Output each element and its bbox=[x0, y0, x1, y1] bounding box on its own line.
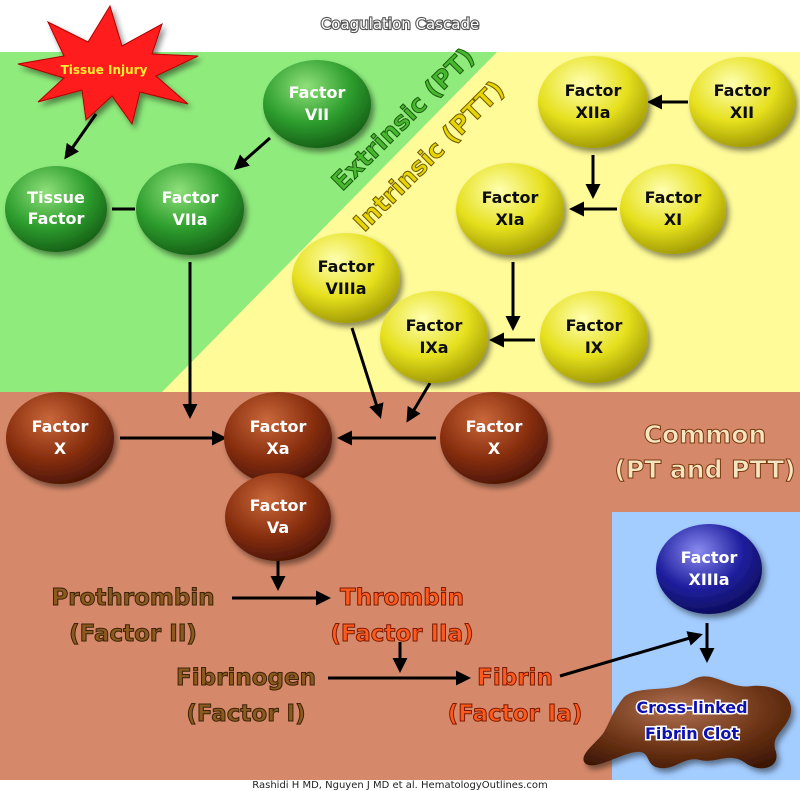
node-ellipse bbox=[5, 166, 107, 252]
factor-x-right-node: Factor X bbox=[440, 392, 548, 484]
arrows bbox=[64, 94, 715, 686]
node-label-line1: Factor bbox=[250, 417, 307, 436]
diagram-title: Coagulation Cascade bbox=[321, 15, 479, 33]
tissue-factor-node: Tissue Factor bbox=[5, 166, 107, 252]
node-label-line2: Va bbox=[267, 518, 289, 537]
factor-viia-node: Factor VIIa bbox=[136, 163, 244, 255]
factor-va-node: Factor Va bbox=[225, 473, 331, 561]
node-label-line2: X bbox=[54, 439, 67, 458]
fibrinogen-label: Fibrinogen bbox=[176, 665, 316, 691]
node-label-line1: Factor bbox=[681, 548, 738, 567]
node-label-line1: Factor bbox=[565, 81, 622, 100]
common-pathway-label-line2: (PT and PTT) bbox=[614, 455, 795, 484]
node-label-line1: Factor bbox=[714, 81, 771, 100]
node-label-line1: Factor bbox=[318, 257, 375, 276]
node-label-line1: Tissue bbox=[27, 188, 85, 207]
clot-blob bbox=[583, 676, 792, 769]
factor-ixa-node: Factor IXa bbox=[380, 291, 488, 383]
node-label-line2: XI bbox=[664, 210, 682, 229]
node-ellipse bbox=[6, 392, 114, 484]
clot-label-line1: Cross-linked bbox=[636, 698, 747, 717]
arrow-fibrin-to-clot bbox=[559, 631, 703, 678]
node-label-line1: Factor bbox=[162, 188, 219, 207]
clot-label-line2: Fibrin Clot bbox=[645, 724, 739, 743]
factor-xiiia-node: Factor XIIIa bbox=[656, 524, 762, 614]
node-label-line1: Factor bbox=[466, 417, 523, 436]
tissue-injury-label: Tissue Injury bbox=[61, 63, 148, 77]
node-label-line2: XII bbox=[730, 103, 754, 122]
node-ellipse bbox=[620, 164, 726, 254]
node-ellipse bbox=[456, 163, 564, 255]
arrow-injury-to-tissue-factor bbox=[64, 113, 98, 160]
factor-xiia-node: Factor XIIa bbox=[538, 56, 648, 148]
node-label-line1: Factor bbox=[289, 83, 346, 102]
arrow-ixa-to-xa bbox=[406, 382, 432, 423]
factor-xi-node: Factor XI bbox=[620, 164, 726, 254]
factor-ix-node: Factor IX bbox=[540, 291, 648, 383]
factor-xia-node: Factor XIa bbox=[456, 163, 564, 255]
prothrombin-label: Prothrombin bbox=[51, 585, 214, 611]
node-ellipse bbox=[380, 291, 488, 383]
node-ellipse bbox=[689, 57, 795, 147]
node-label-line1: Factor bbox=[566, 316, 623, 335]
node-ellipse bbox=[136, 163, 244, 255]
reaction-terms: Prothrombin (Factor II) Thrombin (Factor… bbox=[51, 585, 583, 728]
node-label-line2: VIIIa bbox=[325, 279, 366, 298]
node-label-line2: VII bbox=[305, 105, 329, 124]
factor-x-left-node: Factor X bbox=[6, 392, 114, 484]
node-ellipse bbox=[538, 56, 648, 148]
node-ellipse bbox=[224, 392, 332, 484]
arrow-viiia-to-xa bbox=[350, 327, 384, 419]
prothrombin-factor-label: (Factor II) bbox=[69, 621, 197, 647]
node-ellipse bbox=[263, 60, 371, 148]
node-label-line2: XIIIa bbox=[689, 570, 730, 589]
fibrin-factor-label: (Factor Ia) bbox=[448, 701, 583, 727]
tissue-injury-burst: Tissue Injury bbox=[17, 4, 199, 126]
thrombin-factor-label: (Factor IIa) bbox=[330, 621, 473, 647]
arrow-vii-to-viia bbox=[233, 136, 271, 170]
factor-nodes: Tissue Factor Factor VII Factor VIIa Fac… bbox=[5, 56, 795, 614]
common-pathway-label-line1: Common bbox=[644, 420, 767, 449]
node-label-line1: Factor bbox=[645, 188, 702, 207]
node-ellipse bbox=[225, 473, 331, 561]
node-ellipse bbox=[440, 392, 548, 484]
node-label-line1: Factor bbox=[482, 188, 539, 207]
factor-xii-node: Factor XII bbox=[689, 57, 795, 147]
fibrin-clot: Cross-linked Fibrin Clot bbox=[583, 676, 792, 769]
node-label-line1: Factor bbox=[32, 417, 89, 436]
node-ellipse bbox=[540, 291, 648, 383]
node-label-line2: Factor bbox=[28, 209, 85, 228]
node-label-line2: XIIa bbox=[575, 103, 610, 122]
node-ellipse bbox=[656, 524, 762, 614]
node-label-line2: Xa bbox=[266, 439, 289, 458]
starburst-shape bbox=[17, 4, 199, 126]
thrombin-label: Thrombin bbox=[340, 585, 464, 611]
node-label-line2: X bbox=[488, 439, 501, 458]
factor-vii-node: Factor VII bbox=[263, 60, 371, 148]
node-label-line1: Factor bbox=[250, 496, 307, 515]
node-label-line2: XIa bbox=[495, 210, 524, 229]
factor-xa-node: Factor Xa bbox=[224, 392, 332, 484]
node-ellipse bbox=[292, 233, 400, 323]
factor-viiia-node: Factor VIIIa bbox=[292, 233, 400, 323]
node-label-line1: Factor bbox=[406, 316, 463, 335]
node-label-line2: IX bbox=[585, 338, 604, 357]
node-label-line2: IXa bbox=[419, 338, 448, 357]
footer-credit: Rashidi H MD, Nguyen J MD et al. Hematol… bbox=[252, 780, 547, 791]
fibrin-label: Fibrin bbox=[477, 665, 553, 691]
fibrinogen-factor-label: (Factor I) bbox=[186, 701, 305, 727]
node-label-line2: VIIa bbox=[172, 210, 207, 229]
